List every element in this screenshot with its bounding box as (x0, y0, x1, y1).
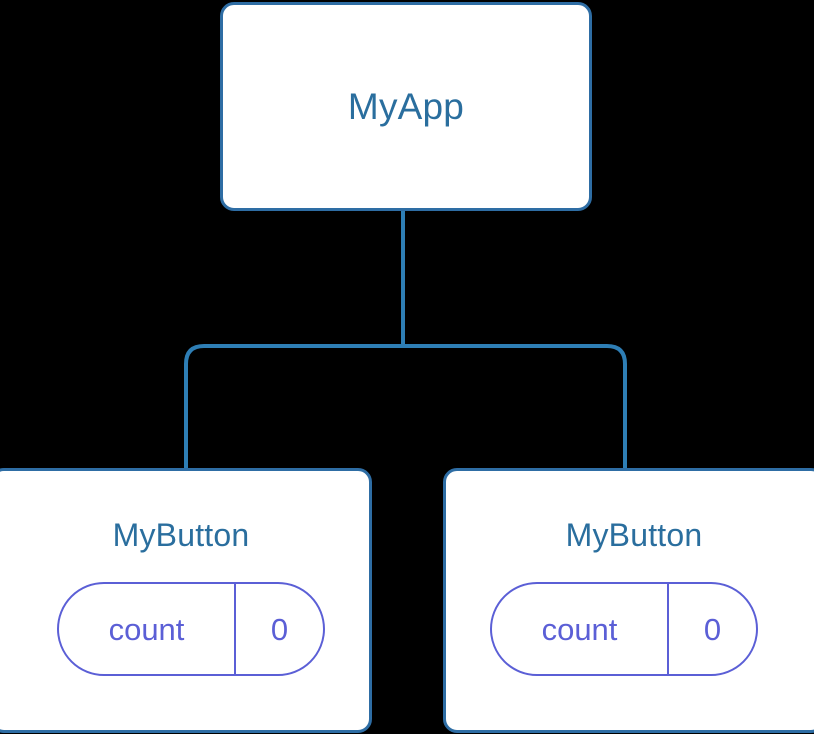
state-key-right: count (492, 584, 669, 674)
node-myapp-label: MyApp (347, 86, 465, 127)
state-key-left: count (59, 584, 236, 674)
edge-to-left-child (184, 344, 403, 470)
node-mybutton-right[interactable]: MyButton count 0 (443, 468, 814, 733)
state-value-right: 0 (703, 611, 722, 647)
state-capsule-left: count 0 (57, 582, 325, 676)
node-mybutton-left[interactable]: MyButton count 0 (0, 468, 372, 733)
node-mybutton-left-label: MyButton (112, 517, 250, 553)
node-myapp[interactable]: MyApp (220, 2, 592, 211)
state-value-left: 0 (270, 611, 289, 647)
edge-to-right-child (403, 344, 627, 470)
node-mybutton-right-label: MyButton (565, 517, 703, 553)
state-capsule-right: count 0 (490, 582, 758, 676)
